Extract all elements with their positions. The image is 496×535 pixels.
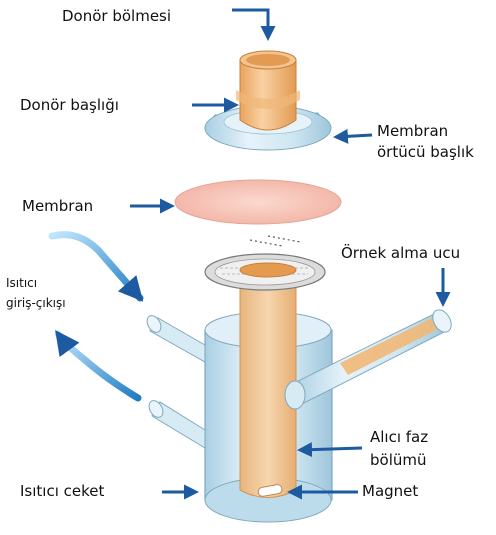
arrow-membrane-cover: [336, 135, 372, 137]
membrane-disc: [175, 180, 341, 224]
label-membrane-cover-line1: Membran: [377, 122, 448, 140]
label-receptor-line2: bölümü: [370, 451, 427, 469]
arrow-donor-compartment: [232, 10, 268, 38]
heater-outlet-arm: [146, 398, 205, 448]
arrow-receptor: [300, 448, 362, 450]
donor-compartment: [236, 51, 300, 130]
label-receptor-line1: Alıcı faz: [370, 428, 428, 446]
label-sampling-port: Örnek alma ucu: [341, 244, 460, 262]
membrane-holder-ring: [205, 254, 325, 290]
heater-inlet-arm: [144, 313, 205, 362]
label-donor-cap: Donör başlığı: [20, 96, 119, 114]
label-membrane-cover-line2: örtücü başlık: [377, 143, 474, 161]
label-heater-line1: Isıtıcı: [6, 276, 37, 290]
label-heater-jacket: Isıtıcı ceket: [20, 482, 104, 500]
label-magnet: Magnet: [362, 482, 418, 500]
label-donor-compartment: Donör bölmesi: [62, 7, 171, 25]
alignment-lines: [250, 236, 300, 246]
heater-inflow-arrow: [52, 235, 140, 298]
label-heater-line2: giriş-çıkışı: [6, 296, 66, 310]
heater-outflow-arrow: [58, 334, 138, 398]
label-membrane: Membran: [22, 197, 93, 215]
